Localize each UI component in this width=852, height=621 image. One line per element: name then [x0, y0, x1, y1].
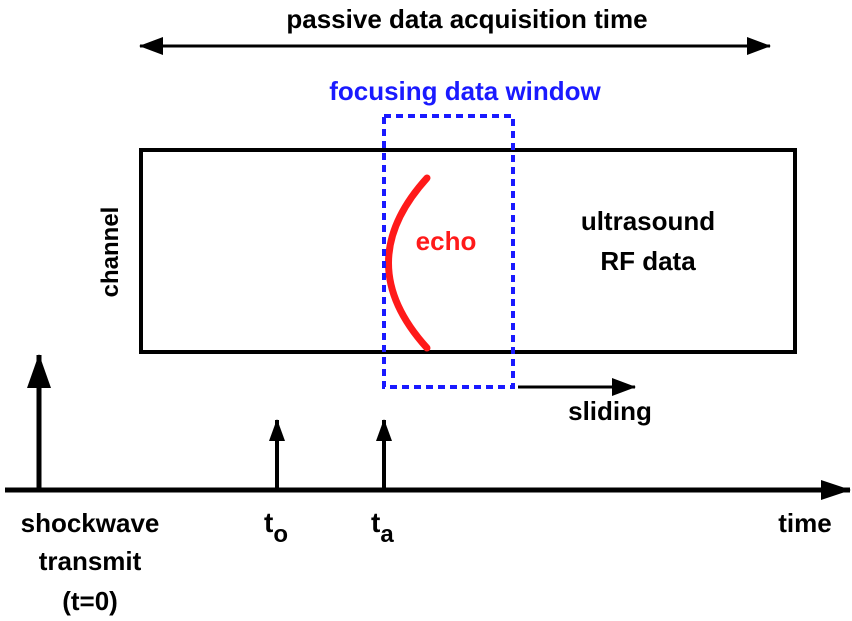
rf-data-label-2: RF data — [600, 246, 696, 276]
t-o-label: to — [264, 507, 288, 548]
sliding-label: sliding — [568, 396, 652, 426]
echo-label: echo — [416, 226, 477, 256]
shockwave-label-3: (t=0) — [62, 586, 118, 616]
channel-label: channel — [97, 207, 124, 298]
shockwave-label-2: transmit — [39, 546, 142, 576]
rf-data-box — [139, 148, 797, 354]
focusing-window-box — [382, 114, 515, 389]
t-a-label: ta — [371, 507, 394, 548]
echo-arc — [385, 174, 431, 352]
acquisition-time-label: passive data acquisition time — [286, 4, 647, 34]
time-label: time — [778, 508, 831, 538]
focusing-window-label: focusing data window — [329, 76, 601, 106]
rf-data-label-1: ultrasound — [581, 206, 715, 236]
shockwave-label-1: shockwave — [21, 508, 160, 538]
